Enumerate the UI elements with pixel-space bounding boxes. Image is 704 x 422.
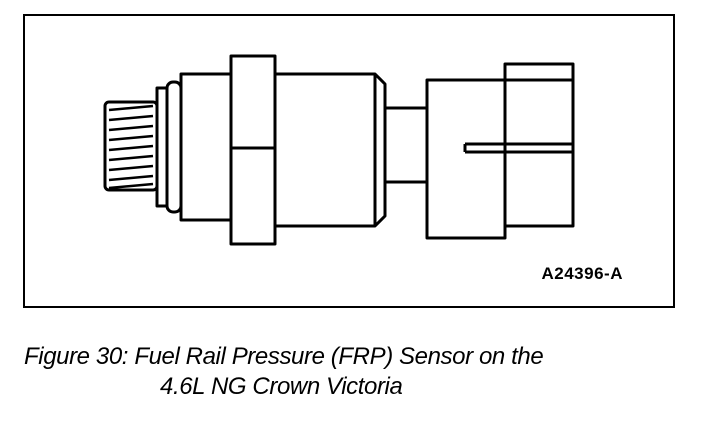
caption-line-1: Figure 30: Fuel Rail Pressure (FRP) Sens… (24, 343, 544, 370)
connector-stem (383, 106, 429, 184)
frp-sensor-drawing (103, 54, 575, 246)
caption-line-2: 4.6L NG Crown Victoria (160, 373, 403, 400)
sensor-neck (155, 72, 233, 222)
hex-body (229, 54, 277, 246)
figure-id-label: A24396-A (541, 264, 623, 283)
electrical-connector (425, 62, 575, 240)
figure-frame: A24396-A (23, 14, 675, 308)
figure-caption: Figure 30: Fuel Rail Pressure (FRP) Sens… (0, 342, 704, 402)
sensor-housing (273, 72, 387, 228)
threaded-tip (103, 100, 159, 192)
